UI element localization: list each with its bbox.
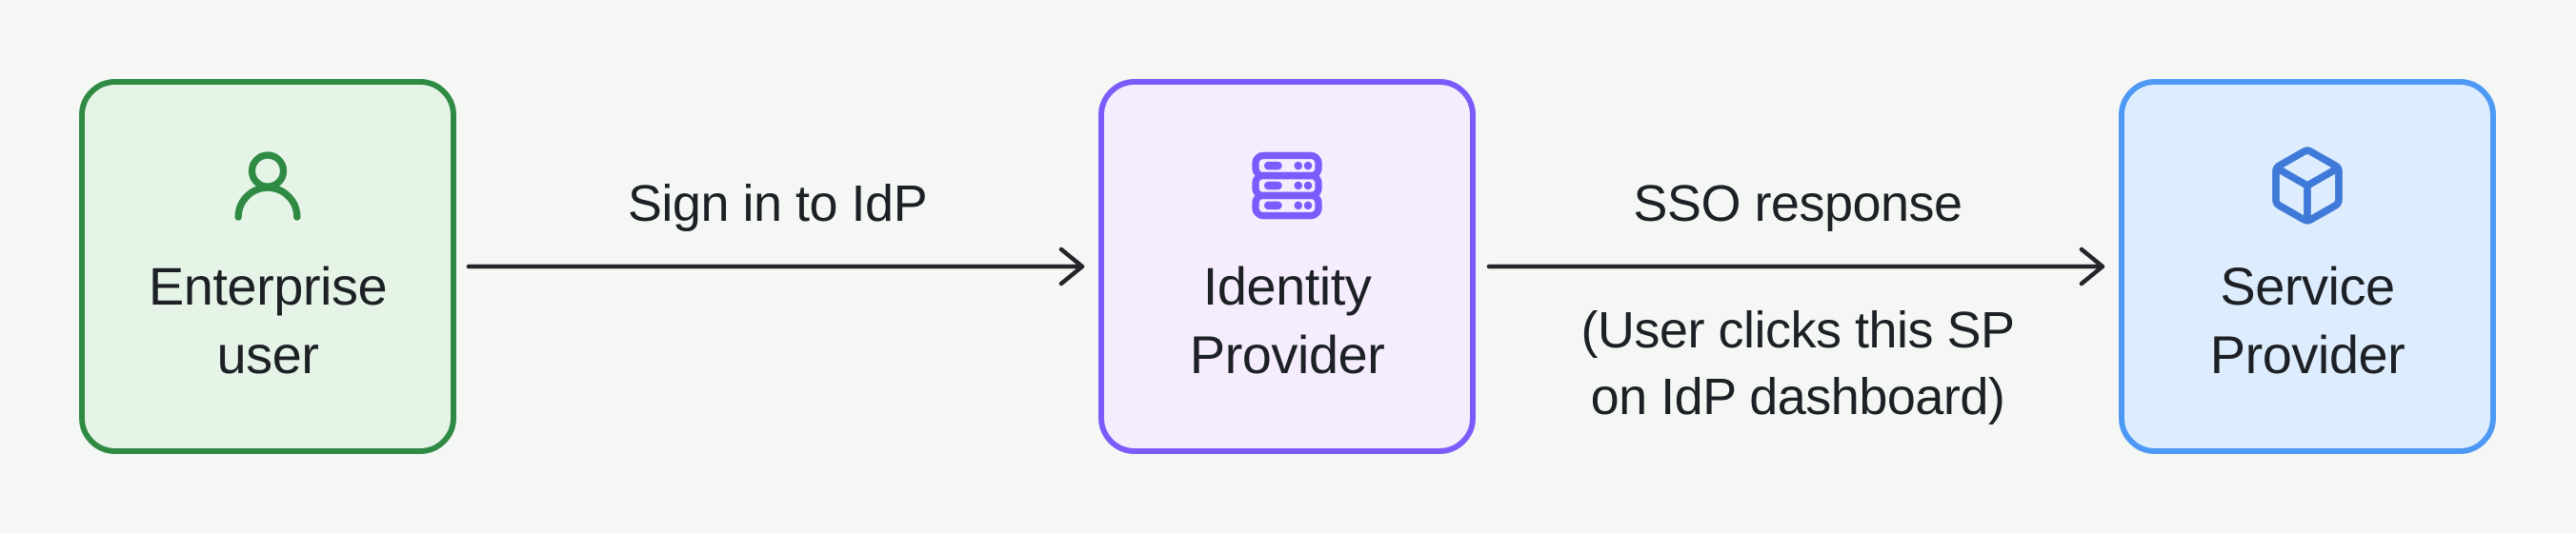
edge-sublabel-line: on IdP dashboard): [1590, 368, 2005, 425]
node-label-service-provider: Service Provider: [2210, 252, 2405, 389]
node-label-enterprise-user: Enterprise user: [148, 252, 388, 389]
node-label-line: Service: [2220, 256, 2395, 316]
server-icon: [1245, 144, 1329, 227]
node-enterprise-user: Enterprise user: [79, 79, 456, 454]
node-service-provider: Service Provider: [2119, 79, 2496, 454]
arrow-right-icon: [1486, 247, 2105, 286]
edge-label-sign-in-to-idp: Sign in to IdP: [627, 175, 928, 232]
edge-sublabel-line: (User clicks this SP: [1580, 302, 2015, 359]
node-label-line: Enterprise: [148, 256, 388, 316]
edge-label-sso-response: SSO response: [1633, 175, 1962, 232]
node-identity-provider: Identity Provider: [1098, 79, 1476, 454]
box-icon: [2265, 144, 2349, 227]
arrow-right-icon: [466, 247, 1085, 286]
arrowhead: [1058, 247, 1085, 286]
user-icon: [226, 144, 310, 227]
node-label-line: Provider: [2209, 325, 2405, 385]
edge-sublabel-user-clicks-sp: (User clicks this SP on IdP dashboard): [1486, 297, 2109, 430]
node-label-line: user: [216, 325, 319, 385]
node-label-identity-provider: Identity Provider: [1190, 252, 1385, 389]
node-label-line: Identity: [1202, 256, 1372, 316]
node-label-line: Provider: [1189, 325, 1385, 385]
arrowhead: [2079, 247, 2105, 286]
